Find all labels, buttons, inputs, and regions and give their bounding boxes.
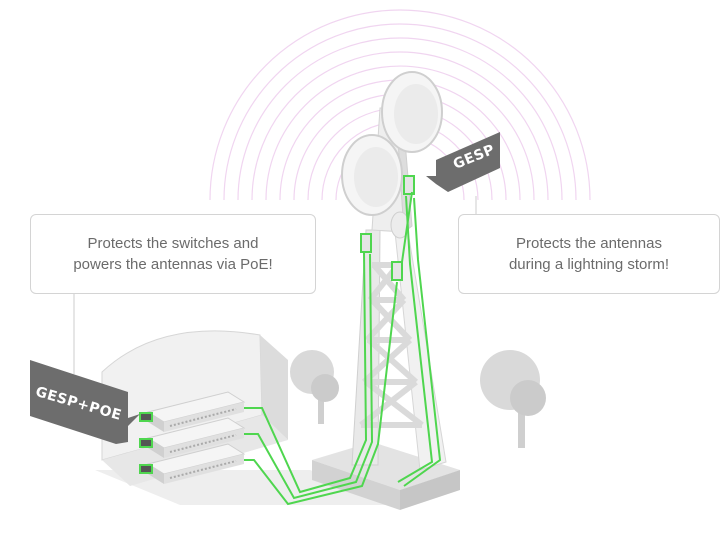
tower-base [312, 442, 460, 510]
tree-left [290, 350, 339, 424]
callout-right-line2: during a lightning storm! [508, 256, 670, 273]
tree-right [480, 350, 546, 448]
switch-3 [146, 443, 246, 484]
gesp-poe-tag [30, 360, 140, 444]
poe-cables [244, 191, 442, 506]
gesp-modules [360, 175, 415, 281]
gesp-poe-modules [139, 412, 153, 474]
gesp-tag [426, 132, 500, 192]
switch-stack [139, 391, 246, 484]
callout-left-line2: powers the antennas via PoE! [73, 256, 273, 273]
antenna-dishes [341, 71, 443, 239]
callout-switch-protection: Protects the switches and powers the ant… [30, 214, 316, 294]
callout-left-line1: Protects the switches and [87, 235, 259, 252]
callout-right-line1: Protects the antennas [516, 235, 662, 252]
switch-2 [146, 417, 246, 458]
callout-antenna-protection: Protects the antennas during a lightning… [458, 214, 720, 294]
